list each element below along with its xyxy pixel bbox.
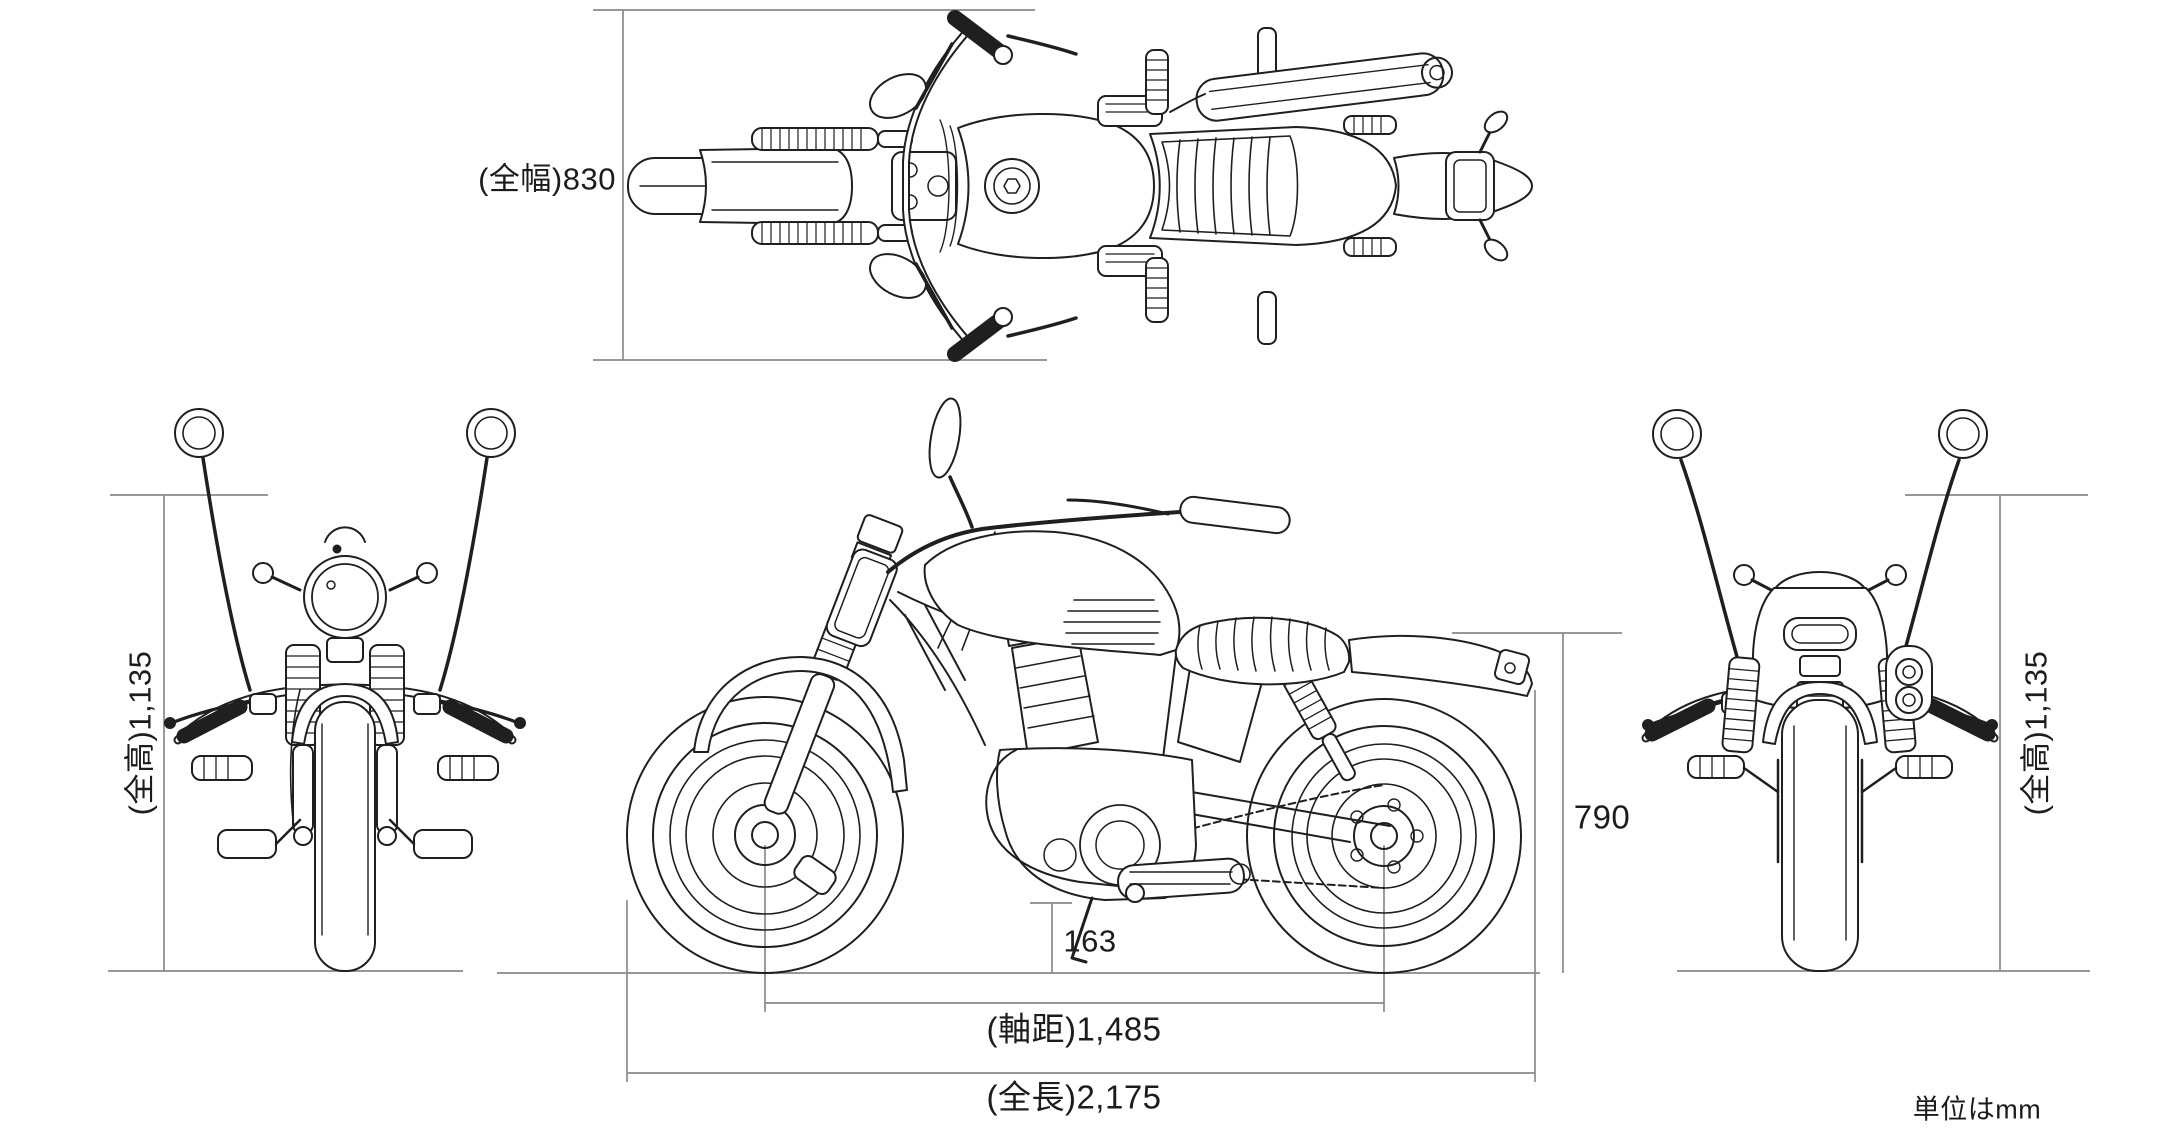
top-triple-clamp (891, 151, 957, 221)
front-brake-lever (172, 698, 257, 724)
front-view-drawing (164, 408, 526, 972)
side-taillight (1493, 648, 1531, 686)
seat-height-label: 790 (1573, 798, 1631, 836)
ground-clearance-label: 163 (1063, 923, 1117, 959)
dimension-lines (108, 9, 2090, 1082)
top-brake-lever (1006, 34, 1078, 56)
top-view-drawing (627, 10, 1533, 362)
top-shock-right (1343, 237, 1397, 257)
front-left-grip (176, 699, 248, 744)
side-brake-lever (1066, 498, 1170, 516)
front-triple-clamp (326, 637, 364, 663)
top-turn-signals (1478, 110, 1509, 262)
height-dimension-line-right (1677, 494, 2090, 972)
overall-length-label: (全長)2,175 (986, 1078, 1162, 1116)
top-seat-ribs (1176, 136, 1271, 236)
front-footpegs (191, 755, 499, 859)
rear-mirrors (1652, 409, 1988, 696)
rear-taillight (1799, 655, 1841, 677)
side-grip (1179, 495, 1291, 535)
overall-width-label: (全幅)830 (478, 161, 616, 197)
top-shock-left (1343, 115, 1397, 135)
top-right-grip (947, 312, 1008, 362)
side-fuel-tank (923, 530, 1181, 656)
clearance-dimension-line (1030, 902, 1072, 973)
top-fork-gaiters (751, 127, 913, 245)
side-rear-wheel (1246, 698, 1522, 974)
seat-height-dimension-line (1452, 632, 1622, 973)
front-fender (291, 683, 399, 745)
top-fuel-tank (957, 112, 1155, 260)
top-front-fender (699, 147, 853, 225)
front-headlight (303, 555, 387, 639)
side-exhaust (985, 749, 1251, 901)
side-kickstand (1070, 896, 1094, 964)
side-seat-ribs (1197, 616, 1330, 672)
units-note: 単位はmm (1912, 1094, 2042, 1125)
length-dimension-line (626, 690, 1536, 1082)
rear-fender-arc (1762, 681, 1878, 745)
front-clutch-lever (433, 698, 518, 724)
width-dimension-line (593, 9, 1047, 361)
front-tire (314, 701, 376, 972)
rear-seat-hump (1773, 571, 1867, 591)
front-mirrors (174, 408, 516, 692)
rear-left-grip (1644, 698, 1716, 742)
side-front-fender (693, 655, 908, 793)
side-headlight (825, 548, 898, 648)
fuel-cap-icon (984, 158, 1040, 214)
side-mirror (928, 397, 962, 479)
rear-muffler (1885, 645, 1933, 721)
rear-footpegs (1687, 755, 1953, 794)
rear-right-grip (1924, 698, 1996, 742)
front-top-cover (324, 526, 366, 543)
top-seat (1149, 126, 1397, 246)
rear-view-drawing (1641, 409, 1999, 972)
overall-height-label-left: (全高)1,135 (122, 650, 158, 816)
front-right-grip (442, 699, 514, 744)
side-handlebar (886, 510, 1182, 574)
rear-tire (1781, 699, 1859, 972)
rear-grab-rail (1783, 617, 1857, 651)
side-view-drawing (626, 397, 1533, 974)
top-muffler (1195, 52, 1453, 122)
side-engine (996, 607, 1197, 901)
side-swingarm (1179, 789, 1391, 843)
wheelbase-label: (軸距)1,485 (986, 1010, 1162, 1048)
height-dimension-line-left (108, 494, 463, 972)
side-tank-kneepad (1063, 599, 1161, 645)
front-turn-signals (252, 562, 438, 592)
side-front-wheel (626, 696, 904, 974)
top-clutch-lever (1006, 316, 1078, 338)
top-left-grip (947, 10, 1008, 60)
top-footpegs (1145, 27, 1277, 345)
top-mirrors (869, 42, 954, 330)
side-seat (1174, 616, 1351, 686)
top-taillight (1445, 151, 1495, 221)
overall-height-label-right: (全高)1,135 (2018, 650, 2054, 816)
